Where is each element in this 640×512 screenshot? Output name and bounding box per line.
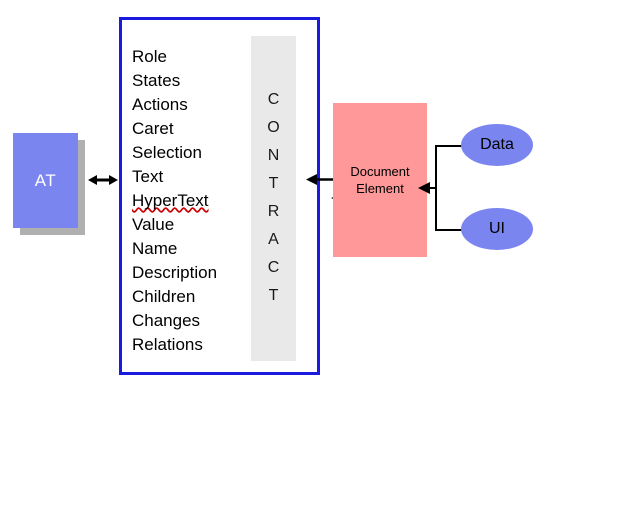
contract-strip bbox=[251, 36, 296, 361]
contract-letter: C bbox=[267, 91, 280, 108]
source-node-ui: UI bbox=[461, 208, 533, 250]
attribute-item: Description bbox=[132, 263, 218, 282]
contract-box: C O N T R A C T Role States Actions Care… bbox=[119, 17, 373, 375]
contract-letter: T bbox=[268, 287, 279, 304]
contract-attribute-list: Role States Actions Caret Selection Text… bbox=[132, 45, 247, 357]
document-element-line1: Document bbox=[350, 164, 410, 179]
attribute-item: Caret bbox=[132, 119, 174, 138]
source-node-data-label: Data bbox=[480, 136, 514, 153]
document-element-node: Document Element bbox=[333, 103, 427, 257]
at-node-label: AT bbox=[34, 171, 57, 190]
contract-letter: A bbox=[268, 231, 279, 248]
attribute-item: Changes bbox=[132, 311, 201, 330]
contract-letter: T bbox=[268, 175, 279, 192]
attribute-item: Name bbox=[132, 239, 178, 258]
contract-letter: O bbox=[267, 119, 280, 136]
contract-vertical-label: C O N T R A C T bbox=[251, 86, 296, 310]
attribute-item: Text bbox=[132, 167, 164, 186]
at-node: AT bbox=[13, 133, 78, 228]
attribute-item: Role bbox=[132, 47, 167, 66]
source-node-data: Data bbox=[461, 124, 533, 166]
attribute-item: Children bbox=[132, 287, 196, 306]
attribute-item: States bbox=[132, 71, 181, 90]
attribute-item: HyperText bbox=[132, 191, 209, 210]
attribute-item: Relations bbox=[132, 335, 203, 354]
contract-letter: R bbox=[267, 203, 280, 220]
contract-letter: N bbox=[267, 147, 280, 164]
document-element-line2: Element bbox=[356, 181, 404, 196]
at-to-contract-bidirectional-arrow-icon bbox=[88, 175, 118, 185]
attribute-item: Selection bbox=[132, 143, 202, 162]
sources-to-document-bracket-arrow-icon bbox=[418, 145, 466, 231]
document-element-label: Document Element bbox=[350, 163, 409, 197]
source-node-ui-label: UI bbox=[489, 220, 505, 237]
contract-letter: C bbox=[267, 259, 280, 276]
attribute-item: Actions bbox=[132, 95, 188, 114]
attribute-item: Value bbox=[132, 215, 175, 234]
